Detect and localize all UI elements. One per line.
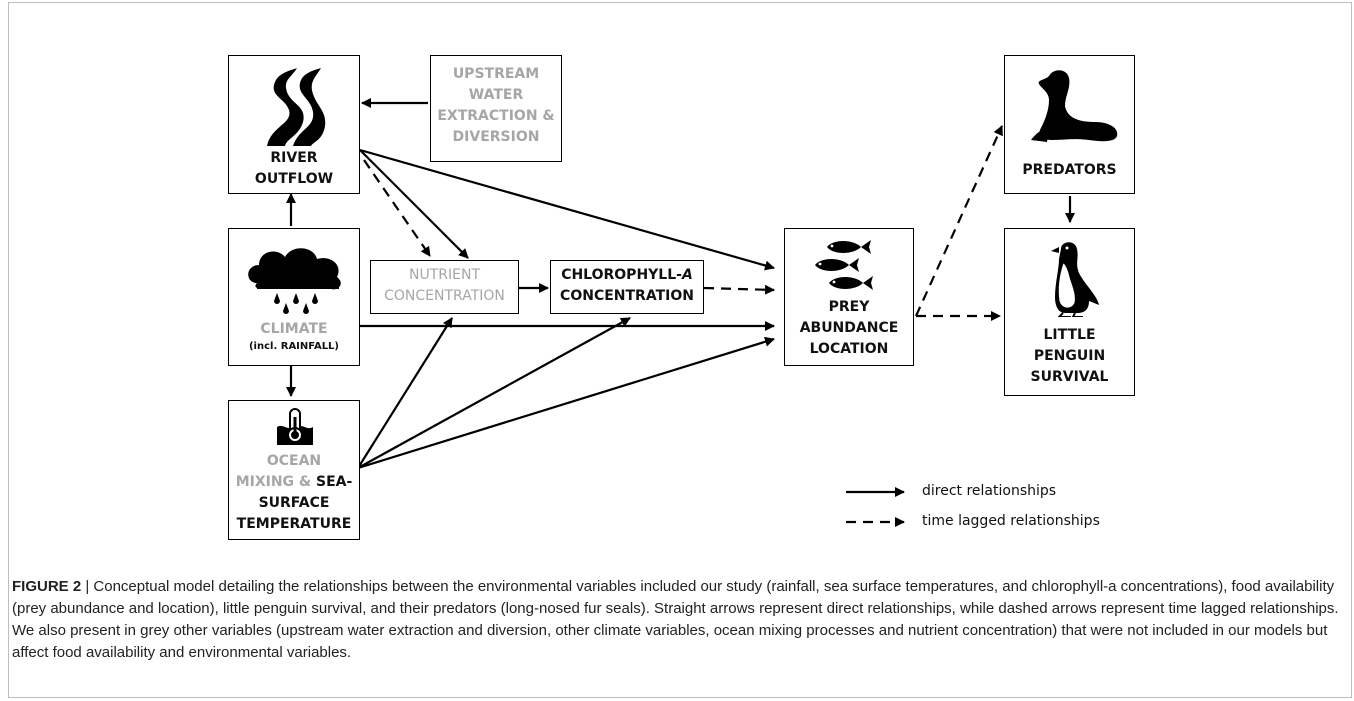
nutrient-label-1: NUTRIENT: [409, 267, 480, 283]
caption-figure-label: FIGURE 2: [12, 578, 82, 595]
arrow-river-to-nutrient-lagged: [363, 159, 431, 257]
prey-box: PREY ABUNDANCE LOCATION: [784, 228, 914, 366]
ocean-label-3: SURFACE: [258, 495, 330, 511]
figure-caption: FIGURE 2 | Conceptual model detailing th…: [12, 576, 1340, 664]
penguin-label-2: PENGUIN: [1033, 348, 1106, 364]
legend-direct-label: direct relationships: [922, 483, 1057, 499]
rain-cloud-icon: [248, 248, 341, 314]
predators-label: PREDATORS: [1022, 162, 1117, 178]
chlorophyll-label-2: CONCENTRATION: [560, 288, 694, 304]
fish-icon: [815, 240, 873, 290]
chlorophyll-box: CHLOROPHYLL-A CONCENTRATION: [550, 260, 704, 314]
predators-box: PREDATORS: [1004, 55, 1135, 194]
river-label-1: RIVER: [270, 150, 318, 166]
climate-label-1: CLIMATE: [260, 321, 328, 337]
penguin-label-3: SURVIVAL: [1030, 369, 1109, 385]
prey-label-2: ABUNDANCE: [799, 320, 899, 336]
arrow-river-to-prey: [359, 148, 775, 271]
ocean-label-1: OCEAN: [266, 453, 322, 469]
upstream-label-4: DIVERSION: [452, 129, 540, 145]
arrow-prey-to-predators-lagged: [914, 125, 1004, 317]
arrow-river-to-nutrient: [359, 149, 469, 259]
upstream-label-2: WATER: [468, 87, 524, 103]
prey-label-1: PREY: [828, 299, 870, 315]
caption-text: | Conceptual model detailing the relatio…: [12, 578, 1339, 661]
nutrient-label-2: CONCENTRATION: [384, 288, 505, 304]
river-outflow-box: RIVER OUTFLOW: [228, 55, 360, 194]
nutrient-box: NUTRIENT CONCENTRATION: [370, 260, 519, 314]
climate-label-2: (incl. RAINFALL): [248, 341, 340, 352]
chlorophyll-label-1b: A: [681, 267, 693, 283]
ocean-box: OCEAN MIXING & SEA- SURFACE TEMPERATURE: [228, 400, 360, 540]
arrow-chlorophyll-to-prey-lagged: [703, 284, 775, 295]
arrow-ocean-to-nutrient: [357, 317, 453, 469]
arrow-ocean-to-chlorophyll: [357, 317, 631, 469]
ocean-label-2b: SEA-: [316, 474, 353, 490]
prey-label-3: LOCATION: [809, 341, 889, 357]
ocean-label-4: TEMPERATURE: [236, 516, 352, 532]
penguin-box: LITTLE PENGUIN SURVIVAL: [1004, 228, 1135, 396]
climate-box: CLIMATE (incl. RAINFALL): [228, 228, 360, 366]
river-label-2: OUTFLOW: [254, 171, 334, 187]
ocean-label-2a: MIXING &: [235, 474, 316, 490]
seal-icon: [1031, 70, 1118, 142]
penguin-icon: [1051, 242, 1099, 317]
legend-lagged-label: time lagged relationships: [922, 513, 1100, 529]
chlorophyll-label-1a: CHLOROPHYLL-: [561, 267, 682, 283]
river-icon: [267, 68, 326, 146]
upstream-label-3: EXTRACTION &: [437, 108, 555, 124]
thermometer-wave-icon: [277, 408, 313, 445]
penguin-label-1: LITTLE: [1043, 327, 1096, 343]
upstream-box: UPSTREAM WATER EXTRACTION & DIVERSION: [430, 55, 562, 162]
upstream-label-1: UPSTREAM: [452, 66, 540, 82]
arrow-ocean-to-prey: [357, 336, 775, 470]
